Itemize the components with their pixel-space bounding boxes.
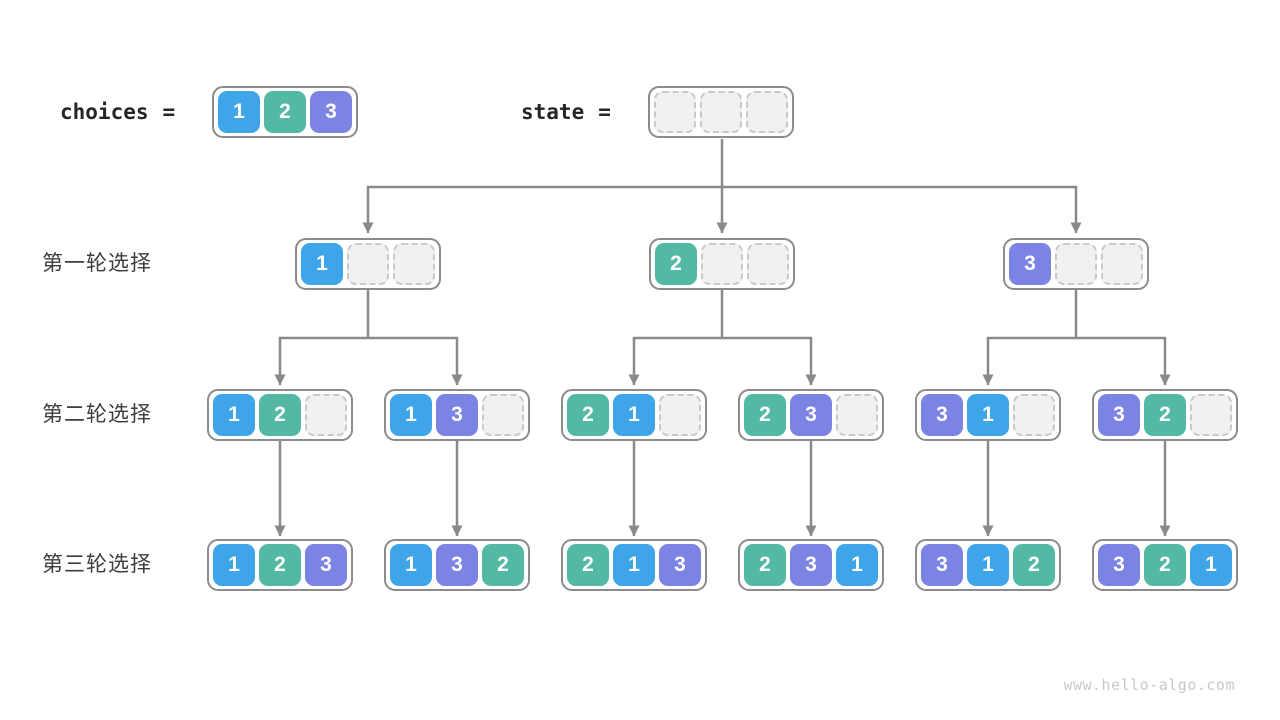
value-cell-2: 2: [744, 394, 786, 436]
empty-slot: [659, 394, 701, 436]
value-cell-1: 1: [613, 544, 655, 586]
empty-slot: [1101, 243, 1143, 285]
empty-slot: [1055, 243, 1097, 285]
empty-slot: [482, 394, 524, 436]
state-header: state =: [521, 86, 611, 138]
value-cell-1: 1: [213, 544, 255, 586]
value-cell-2: 2: [1144, 394, 1186, 436]
choices-label: choices: [60, 100, 149, 124]
state-node-r1-3: 3: [1003, 238, 1149, 290]
value-cell-3: 3: [659, 544, 701, 586]
empty-slot: [393, 243, 435, 285]
value-cell-3: 3: [921, 544, 963, 586]
empty-slot: [836, 394, 878, 436]
value-cell-1: 1: [836, 544, 878, 586]
empty-slot: [701, 243, 743, 285]
value-cell-3: 3: [436, 544, 478, 586]
value-cell-2: 2: [482, 544, 524, 586]
row-label-round-1: 第一轮选择: [42, 252, 152, 275]
empty-slot: [305, 394, 347, 436]
row-label-round-3: 第三轮选择: [42, 553, 152, 576]
value-cell-2: 2: [655, 243, 697, 285]
row-label-round-2: 第二轮选择: [42, 403, 152, 426]
value-cell-1: 1: [967, 544, 1009, 586]
state-array: [648, 86, 794, 138]
value-cell-2: 2: [1013, 544, 1055, 586]
state-node-r1-2: 2: [649, 238, 795, 290]
state-node-r1-1: 1: [295, 238, 441, 290]
value-cell-2: 2: [1144, 544, 1186, 586]
value-cell-1: 1: [390, 394, 432, 436]
watermark: www.hello-algo.com: [1063, 676, 1235, 694]
value-cell-2: 2: [567, 544, 609, 586]
value-cell-2: 2: [259, 544, 301, 586]
empty-slot: [1013, 394, 1055, 436]
state-label: state: [521, 100, 585, 124]
value-cell-3: 3: [310, 91, 352, 133]
value-cell-1: 1: [213, 394, 255, 436]
empty-slot: [347, 243, 389, 285]
value-cell-2: 2: [264, 91, 306, 133]
value-cell-1: 1: [613, 394, 655, 436]
value-cell-2: 2: [259, 394, 301, 436]
value-cell-2: 2: [744, 544, 786, 586]
value-cell-3: 3: [1098, 394, 1140, 436]
equals-icon: =: [598, 100, 611, 124]
value-cell-3: 3: [790, 394, 832, 436]
value-cell-3: 3: [305, 544, 347, 586]
value-cell-1: 1: [218, 91, 260, 133]
equals-icon: =: [162, 100, 176, 124]
choices-header: choices =: [60, 86, 175, 138]
value-cell-3: 3: [436, 394, 478, 436]
value-cell-1: 1: [390, 544, 432, 586]
empty-slot: [1190, 394, 1232, 436]
empty-slot: [700, 91, 742, 133]
empty-slot: [746, 91, 788, 133]
value-cell-3: 3: [921, 394, 963, 436]
value-cell-3: 3: [1098, 544, 1140, 586]
empty-slot: [654, 91, 696, 133]
empty-slot: [747, 243, 789, 285]
value-cell-1: 1: [967, 394, 1009, 436]
value-cell-2: 2: [567, 394, 609, 436]
value-cell-3: 3: [790, 544, 832, 586]
value-cell-3: 3: [1009, 243, 1051, 285]
value-cell-1: 1: [301, 243, 343, 285]
value-cell-1: 1: [1190, 544, 1232, 586]
